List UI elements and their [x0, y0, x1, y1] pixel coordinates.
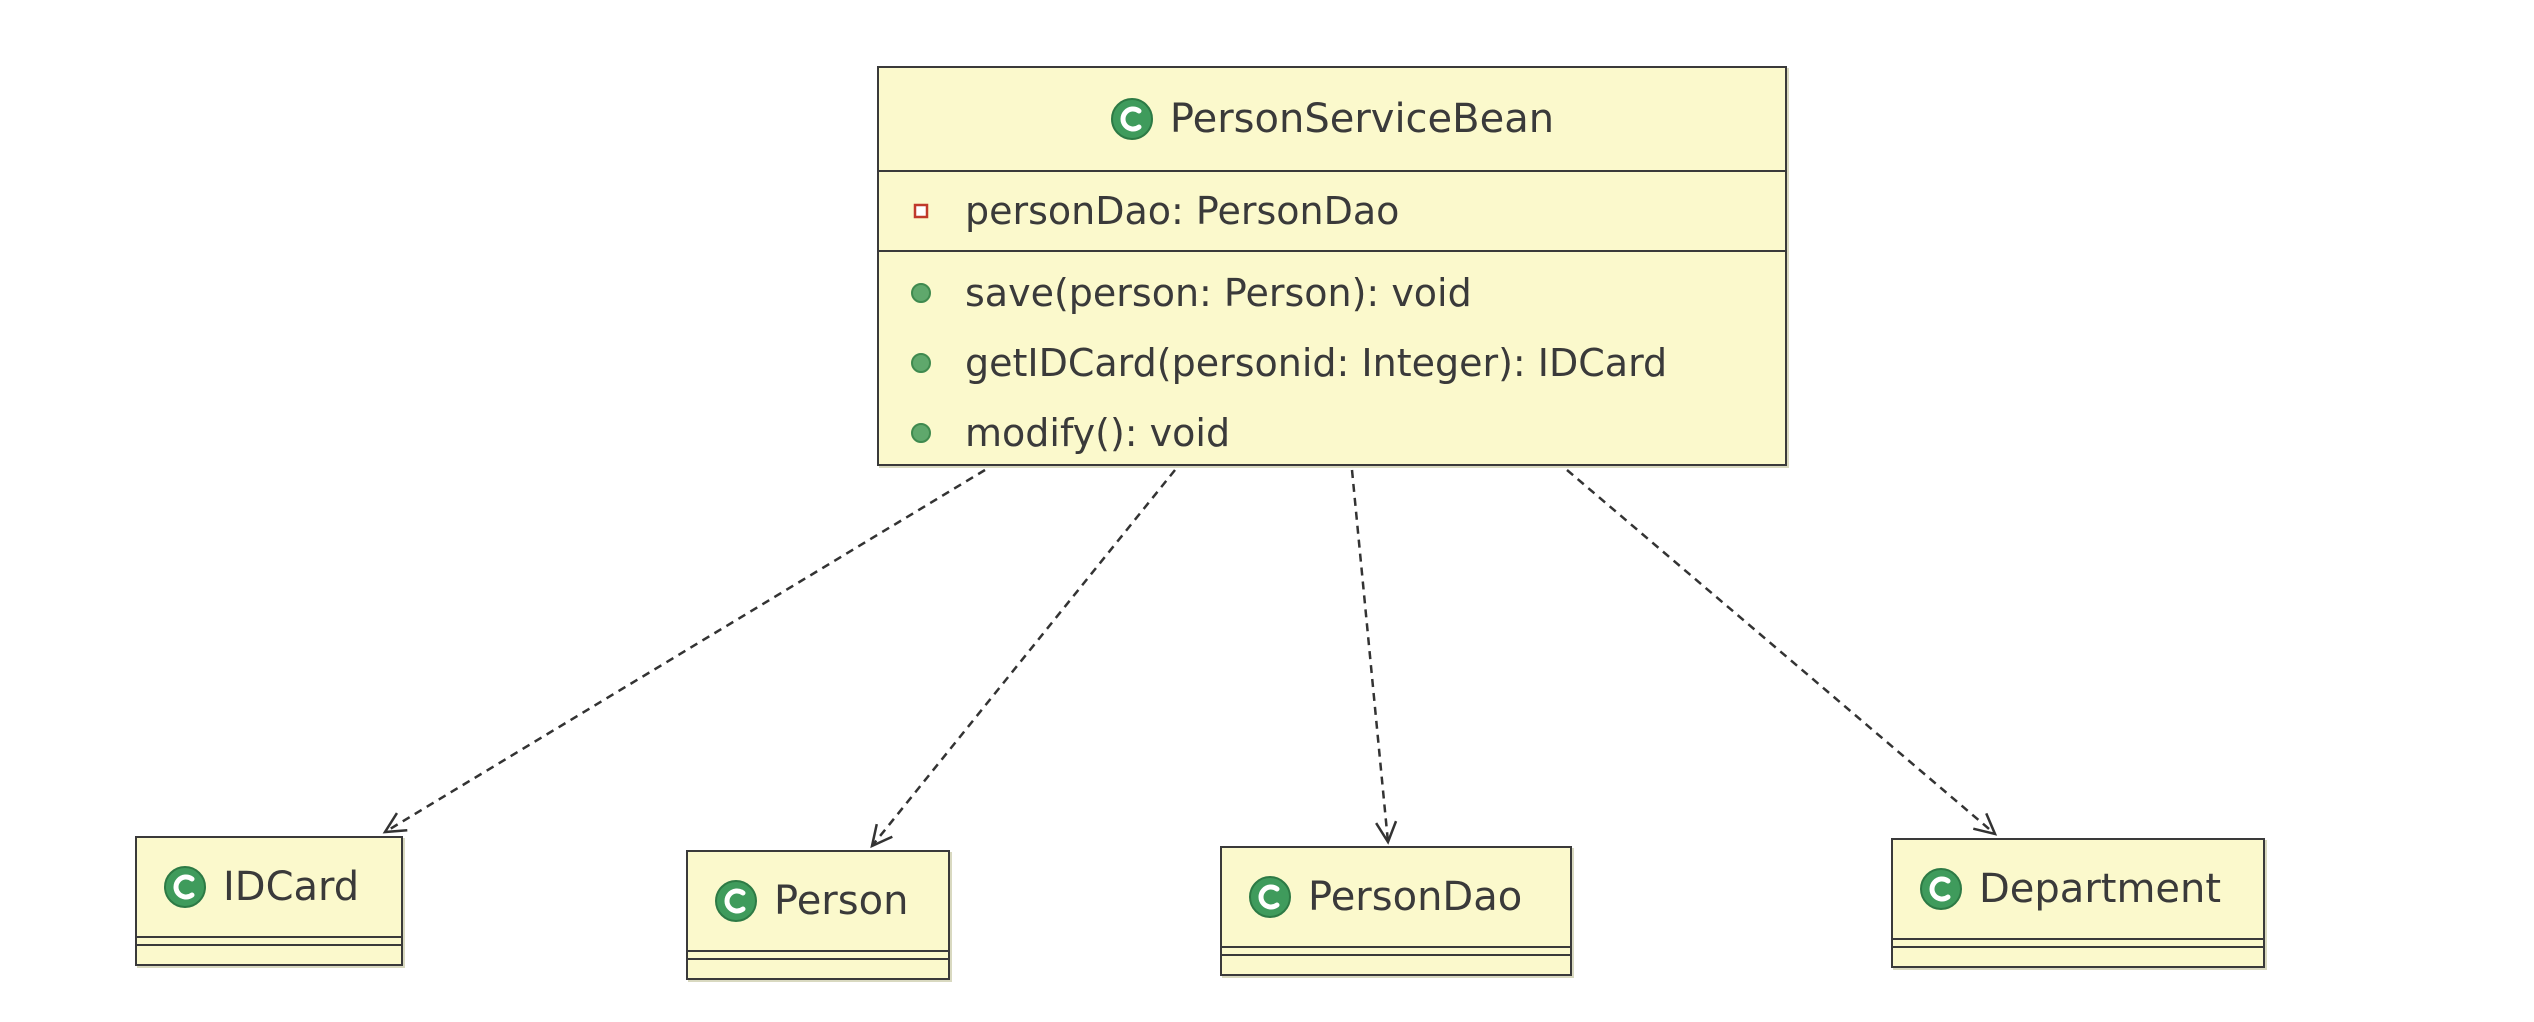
class-header: IDCard: [137, 838, 401, 936]
private-member-icon: [913, 203, 929, 219]
dependency-arrow-idcard: [382, 468, 986, 834]
class-c-icon: [1110, 98, 1153, 140]
class-header: Department: [1893, 840, 2263, 938]
dependency-arrow-person: [870, 469, 1176, 849]
public-member-icon: [911, 423, 931, 443]
class-header: PersonServiceBean: [879, 68, 1785, 170]
attributes-compartment: [1893, 938, 2263, 946]
field-row[interactable]: personDao: PersonDao: [879, 176, 1785, 246]
class-person[interactable]: Person: [686, 850, 950, 980]
class-name: PersonDao: [1308, 874, 1523, 920]
class-header: PersonDao: [1222, 848, 1570, 946]
public-member-icon: [911, 283, 931, 303]
class-name: Person: [774, 878, 909, 924]
method-text: getIDCard(personid: Integer): IDCard: [965, 341, 1668, 385]
class-name: PersonServiceBean: [1169, 96, 1555, 142]
class-c-icon: [1249, 876, 1291, 918]
dependency-arrow-department: [1566, 469, 1998, 836]
operations-compartment: [688, 958, 948, 966]
class-c-icon: [164, 866, 206, 908]
class-c-icon: [715, 880, 757, 922]
method-row[interactable]: getIDCard(personid: Integer): IDCard: [879, 328, 1785, 398]
method-text: modify(): void: [965, 411, 1231, 455]
method-row[interactable]: modify(): void: [879, 398, 1785, 468]
dependency-arrow-persondao: [1350, 469, 1398, 845]
fields-compartment: personDao: PersonDao: [879, 170, 1785, 250]
public-member-icon: [911, 353, 931, 373]
operations-compartment: [137, 944, 401, 952]
class-name: Department: [1979, 866, 2222, 912]
operations-compartment: [1893, 946, 2263, 954]
operations-compartment: [1222, 954, 1570, 962]
method-text: save(person: Person): void: [965, 271, 1472, 315]
class-person-service-bean[interactable]: PersonServiceBean personDao: PersonDao s…: [877, 66, 1787, 466]
field-text: personDao: PersonDao: [965, 189, 1400, 233]
attributes-compartment: [688, 950, 948, 958]
class-c-icon: [1920, 868, 1962, 910]
methods-compartment: save(person: Person): void getIDCard(per…: [879, 250, 1785, 474]
class-idcard[interactable]: IDCard: [135, 836, 403, 966]
attributes-compartment: [1222, 946, 1570, 954]
method-row[interactable]: save(person: Person): void: [879, 258, 1785, 328]
class-person-dao[interactable]: PersonDao: [1220, 846, 1572, 976]
class-header: Person: [688, 852, 948, 950]
attributes-compartment: [137, 936, 401, 944]
class-department[interactable]: Department: [1891, 838, 2265, 968]
class-name: IDCard: [223, 864, 360, 910]
